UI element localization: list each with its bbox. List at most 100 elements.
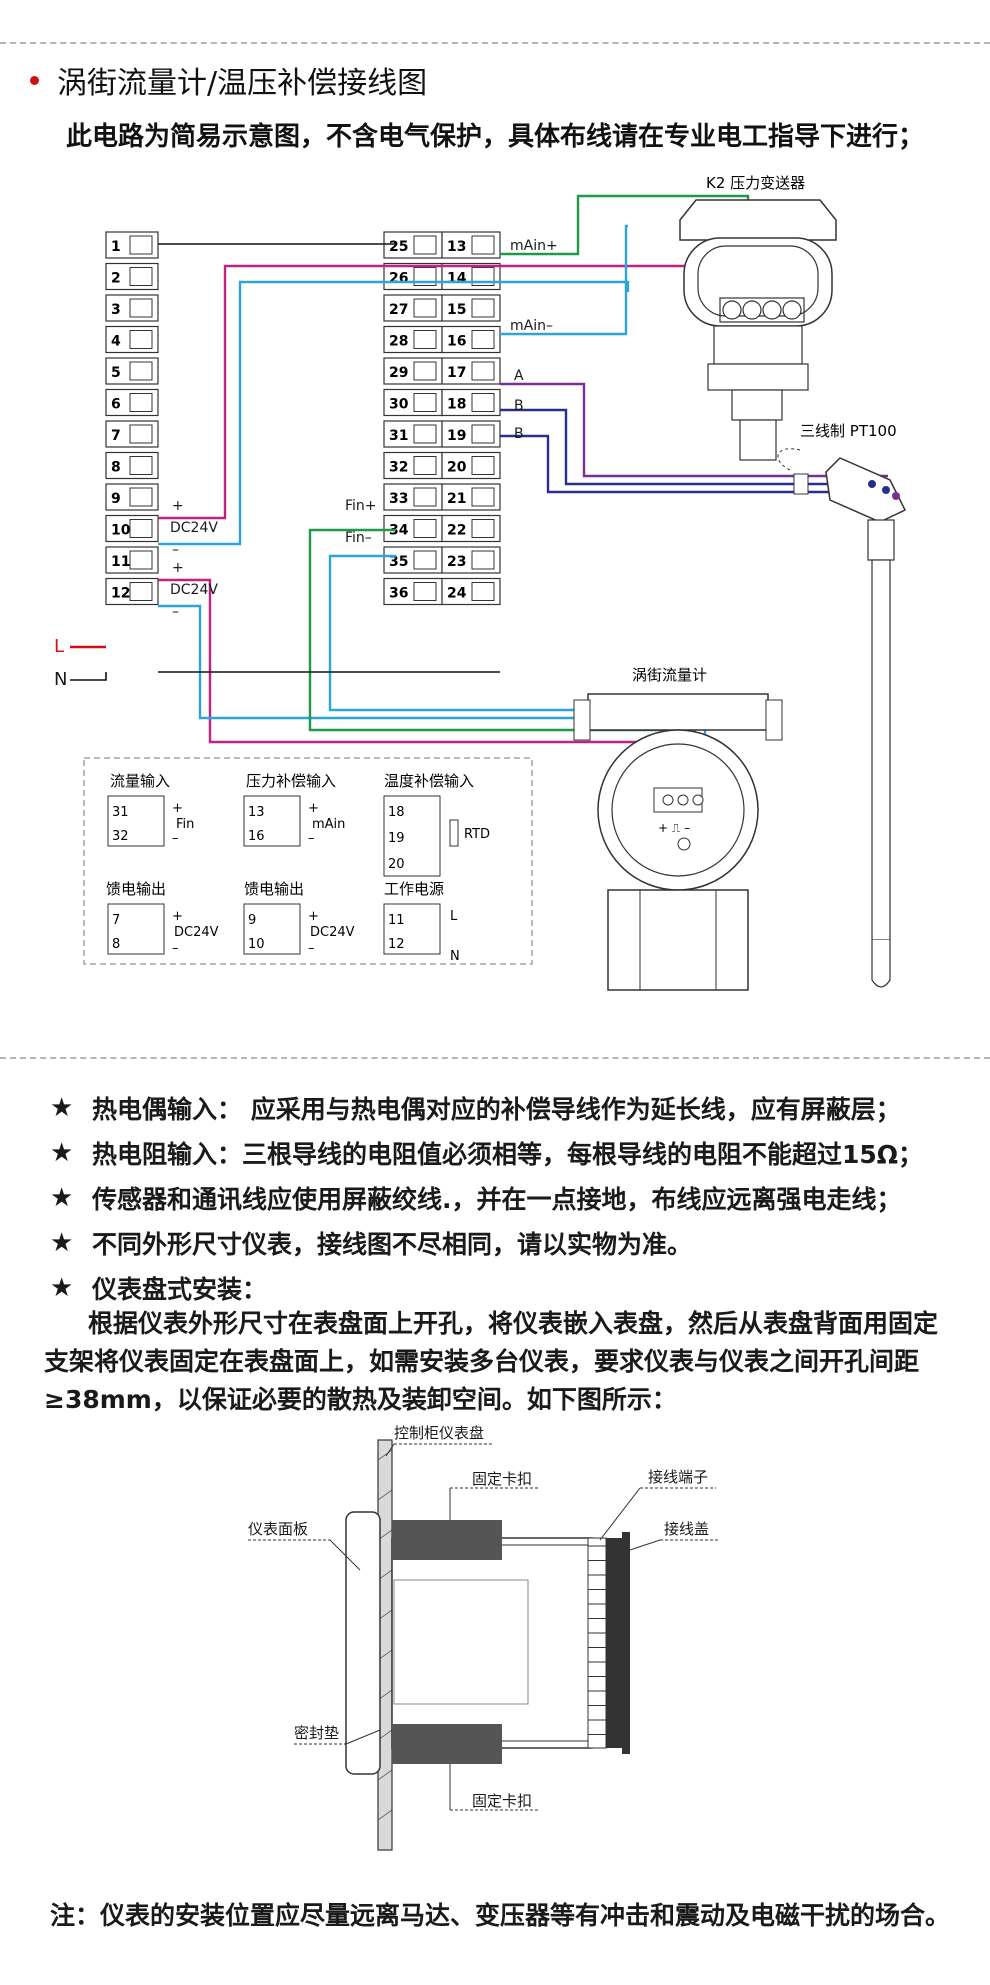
terminal-label: 20 (447, 460, 467, 476)
wire-8-to-transmitter (158, 280, 630, 546)
callout-terminal: 接线端子 (648, 1468, 708, 1486)
terminal-screw-icon (413, 519, 437, 538)
terminal-label: 31 (389, 428, 408, 444)
legend-feed1-t2: 8 (112, 937, 120, 952)
legend-power-t1: 11 (388, 913, 405, 928)
legend-feed2-plus: + (308, 909, 319, 924)
page-subtitle: 此电路为简易示意图，不含电气保护，具体布线请在专业电工指导下进行； (66, 122, 925, 152)
vortex-flowmeter: 涡街流量计 + ⎍ – (573, 666, 783, 991)
pt100-sensor: 三线制 PT100 (777, 422, 907, 988)
terminal-label: 5 (111, 365, 121, 381)
callout-clip-top: 固定卡扣 (472, 1470, 532, 1488)
terminal-screw-icon (129, 393, 153, 412)
legend-feed2-title: 馈电输出 (244, 880, 304, 898)
terminal-label: 21 (447, 491, 466, 507)
terminal-screw-icon (471, 487, 495, 507)
legend-temp-t3: 20 (388, 857, 405, 872)
label-power-n: N (54, 669, 67, 690)
terminal-screw-icon (129, 424, 153, 444)
callout-cover: 接线盖 (664, 1520, 709, 1538)
terminal-screw-icon (129, 519, 153, 538)
clip-top (392, 1520, 502, 1560)
label-b1: B (514, 398, 524, 414)
install-paragraph: 根据仪表外形尺寸在表盘面上开孔，将仪表嵌入表盘，然后从表盘背面用固定支架将仪表固… (44, 1309, 939, 1414)
label-10-minus: – (172, 604, 179, 620)
legend-temp-t2: 19 (388, 831, 405, 846)
legend-pressure-t2: 16 (248, 829, 265, 844)
terminal-label: 4 (111, 334, 121, 350)
terminal-screw-icon (471, 235, 495, 255)
terminal-screw-icon (129, 550, 153, 570)
legend-pressure-plus: + (308, 801, 319, 816)
legend-feed2-name: DC24V (310, 925, 355, 940)
terminal-screw-icon (413, 361, 437, 381)
legend-feed1-plus: + (172, 909, 183, 924)
terminal-label: 29 (389, 365, 408, 381)
terminal-screw-icon (413, 487, 437, 507)
legend-power-t2: 12 (388, 937, 405, 952)
note-text: 传感器和通讯线应使用屏蔽绞线.，并在一点接地，布线应远离强电走线； (92, 1184, 902, 1214)
legend-feed1-minus: – (172, 941, 179, 956)
terminal-label: 30 (389, 397, 409, 413)
terminal-screw-icon (471, 424, 495, 444)
legend-feed1-t1: 7 (112, 913, 120, 928)
terminal-screw-icon (471, 393, 495, 412)
terminal-screw-icon (413, 582, 437, 601)
terminal-label: 8 (111, 460, 121, 476)
legend-feed2-t1: 9 (248, 913, 256, 928)
legend-power-title: 工作电源 (384, 880, 444, 898)
label-7-plus: + (172, 498, 184, 514)
pt100-title: 三线制 PT100 (800, 422, 897, 440)
legend-feed2-t2: 10 (248, 937, 265, 952)
terminal-screw-icon (471, 361, 495, 381)
terminal-screw-icon (471, 456, 495, 475)
terminal-label: 33 (389, 491, 408, 507)
label-9-dc24v: DC24V (170, 582, 218, 598)
star-icon: ★ (50, 1272, 74, 1303)
terminal-screw-icon (413, 298, 437, 318)
star-icon: ★ (50, 1182, 74, 1213)
legend-temp-t1: 18 (388, 805, 405, 820)
terminal-label: 35 (389, 554, 408, 570)
terminal-screw-icon (129, 487, 153, 507)
note-text: 仪表盘式安装： (92, 1274, 268, 1304)
terminal-screw-icon (413, 550, 437, 570)
wire-9-to-vortex (158, 578, 670, 800)
terminal-label: 12 (111, 586, 130, 602)
legend: 流量输入 压力补偿输入 温度补偿输入 馈电输出 馈电输出 工作电源 31 32 … (106, 772, 490, 964)
notes-list: ★ 热电偶输入： 应采用与热电偶对应的补偿导线作为延长线，应有屏蔽层； ★ 热电阻输… (50, 1085, 950, 1310)
label-power-l: L (54, 636, 64, 657)
terminal-screw-icon (129, 456, 153, 475)
legend-temp-name: RTD (464, 827, 490, 842)
clip-bottom (392, 1724, 502, 1764)
legend-pressure-t1: 13 (248, 805, 265, 820)
star-icon: ★ (50, 1092, 74, 1123)
label-fin-minus: Fin– (345, 530, 372, 546)
label-9-plus: + (172, 560, 184, 576)
terminal-label: 11 (111, 554, 130, 570)
terminal-strip-right: 2526272829303132333435361314151617181920… (383, 231, 501, 606)
terminal-screw-icon (129, 330, 153, 349)
legend-pressure-title: 压力补偿输入 (246, 772, 336, 790)
terminal-screw-icon (129, 298, 153, 318)
legend-temp-title: 温度补偿输入 (384, 772, 474, 790)
label-main-plus: mAin+ (510, 238, 558, 254)
callout-panel: 控制柜仪表盘 (394, 1424, 484, 1442)
transmitter-terminals (719, 297, 805, 323)
terminal-label: 18 (447, 397, 466, 413)
terminal-screw-icon (129, 267, 153, 286)
note-text: 热电阻输入：三根导线的电阻值必须相等，每根导线的电阻不能超过15Ω； (92, 1139, 924, 1169)
terminal-screw-icon (129, 582, 153, 601)
bullet-dot-icon (30, 75, 39, 85)
legend-power-n: N (450, 949, 460, 964)
terminal-label: 14 (447, 271, 467, 287)
legend-flow-name: Fin (176, 817, 194, 832)
label-8-minus: – (172, 542, 179, 558)
note-text: 热电偶输入： 应采用与热电偶对应的补偿导线作为延长线，应有屏蔽层； (92, 1094, 901, 1124)
note-item: ★不同外形尺寸仪表，接线图不尽相同，请以实物为准。 (50, 1220, 950, 1265)
top-divider (0, 42, 990, 44)
note-item: ★ 传感器和通讯线应使用屏蔽绞线.，并在一点接地，布线应远离强电走线； (50, 1175, 950, 1220)
label-main-minus: mAin– (510, 318, 553, 334)
terminal-label: 26 (389, 271, 408, 287)
